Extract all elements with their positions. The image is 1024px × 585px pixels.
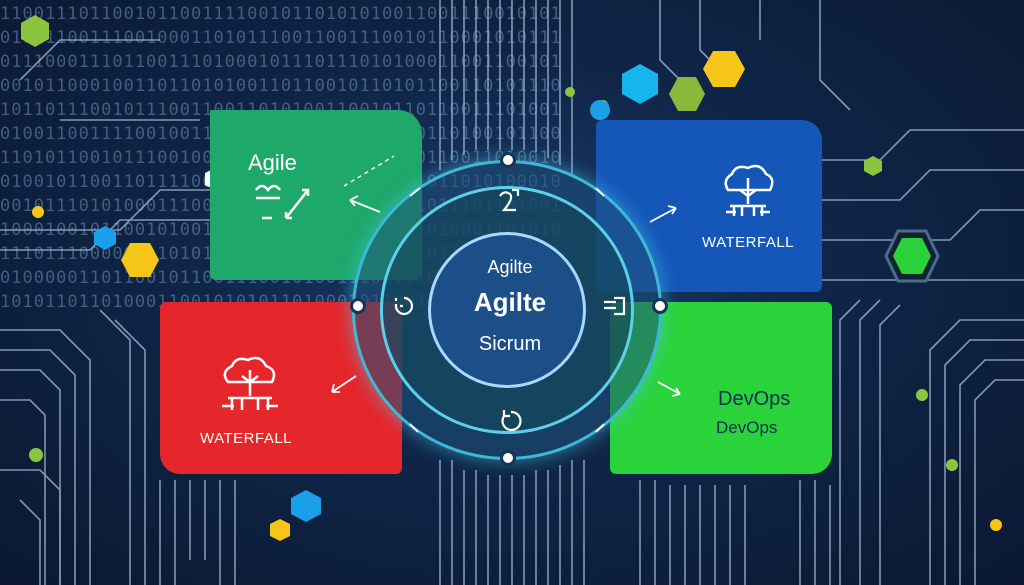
center-core: Agilte Agilte Sicrum xyxy=(428,232,586,388)
panel-devops-subtitle: DevOps xyxy=(716,418,778,437)
refresh-icon xyxy=(394,296,414,316)
hexagon-yellow-top xyxy=(703,51,745,87)
ring-node-bottom xyxy=(500,450,516,466)
exit-icon xyxy=(604,296,626,316)
center-line1: Agilte xyxy=(487,257,533,277)
ring-node-right xyxy=(652,298,668,314)
binary-row: 0100110011100100011010111001100111001011… xyxy=(0,28,562,48)
cloud-tree-icon xyxy=(222,356,278,410)
ring-node-left xyxy=(350,298,366,314)
hexagon-blue-bottom xyxy=(291,490,321,522)
hexagon-olive xyxy=(669,77,705,111)
arrow-to-devops xyxy=(657,381,681,397)
hexagon-dark-green xyxy=(884,229,940,283)
hexagon-yellow-bottom xyxy=(270,519,290,541)
arrow-to-waterfall-bottom xyxy=(331,375,357,393)
panel-devops-title: DevOps xyxy=(718,388,791,410)
hexagon-cyan xyxy=(622,64,658,104)
hexagon-lime xyxy=(864,156,882,176)
hexagon-yellow xyxy=(121,243,159,277)
ring-tick-arrows xyxy=(409,187,605,433)
panel-waterfall-top-title: WATERFALL xyxy=(702,234,795,251)
cloud-tree-icon xyxy=(724,164,774,216)
binary-row: 1100111011001011001111001011010101001100… xyxy=(0,4,562,24)
cycle-icon xyxy=(501,410,522,432)
panel-waterfall-bottom-title: WATERFALL xyxy=(200,430,293,447)
hexagon-blue xyxy=(94,226,116,250)
ring-node-top xyxy=(500,152,516,168)
handshake-arrow-icon xyxy=(255,184,310,220)
panel-agile-title: Agile xyxy=(248,150,297,175)
center-line2: Agilte xyxy=(473,287,547,317)
two-arrow-icon xyxy=(499,188,520,212)
binary-row: 0111000111011001110100010111011101010001… xyxy=(0,52,562,72)
binary-row: 0010110001001101101010011011001011010110… xyxy=(0,76,562,96)
arrow-to-agile xyxy=(349,195,381,213)
arrow-to-waterfall-top xyxy=(649,205,677,223)
dashed-arrow-icon xyxy=(343,155,395,187)
hexagon-green xyxy=(21,15,49,47)
center-line3: Sicrum xyxy=(478,333,542,355)
